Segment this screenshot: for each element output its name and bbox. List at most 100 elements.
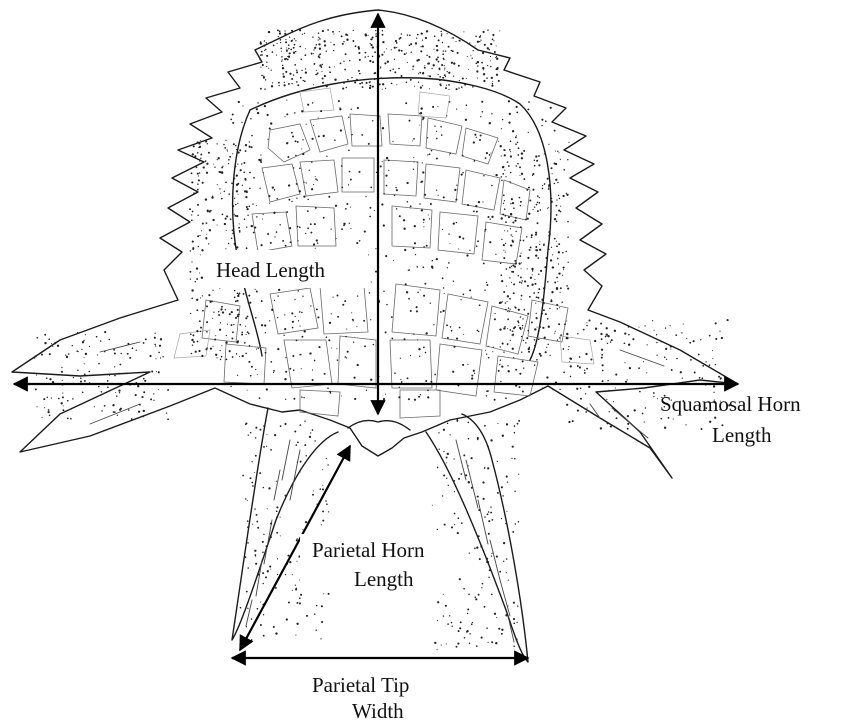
stipple-dot [447,267,448,268]
stipple-dot [291,201,292,202]
stipple-dot [293,47,295,49]
stipple-dot [429,153,431,155]
stipple-dot [535,283,537,285]
stipple-dot [138,411,140,413]
stipple-dot [44,342,46,344]
stipple-dot [232,356,234,358]
stipple-dot [73,377,74,378]
stipple-dot [576,388,578,390]
stipple-dot [552,173,553,174]
stipple-dot [527,313,529,315]
stipple-dot [158,371,160,373]
stipple-dot [297,240,298,241]
stipple-dot [421,181,423,183]
stipple-dot [542,185,543,186]
stipple-dot [235,204,236,205]
stipple-dot [276,55,277,56]
stipple-dot [336,238,337,239]
stipple-dot [331,228,332,229]
stipple-dot [490,60,491,61]
stipple-dot [368,143,370,145]
stipple-dot [281,61,282,62]
stipple-dot [536,296,538,298]
stipple-dot [519,255,521,257]
stipple-dot [357,107,359,109]
stipple-dot [259,397,261,399]
stipple-dot [505,252,506,253]
stipple-dot [422,39,423,40]
stipple-dot [528,348,530,350]
stipple-dot [346,203,348,205]
stipple-dot [292,574,293,575]
stipple-dot [266,545,268,547]
stipple-dot [465,119,467,121]
stipple-dot [166,412,167,413]
stipple-dot [580,398,582,400]
stipple-dot [426,55,427,56]
stipple-dot [568,421,570,423]
stipple-dot [428,75,429,76]
stipple-dot [292,590,293,591]
stipple-dot [197,341,199,343]
stipple-dot [401,50,403,52]
stipple-dot [458,65,460,67]
stipple-dot [666,359,667,360]
stipple-dot [261,324,263,326]
stipple-dot [245,196,247,198]
stipple-dot [85,334,86,335]
stipple-dot [313,125,314,126]
stipple-dot [406,82,408,84]
stipple-dot [384,62,386,64]
stipple-dot [482,201,483,202]
stipple-dot [644,325,645,326]
stipple-dot [536,317,538,319]
stipple-dot [531,234,533,236]
stipple-dot [423,295,425,297]
stipple-dot [390,70,392,72]
stipple-dot [276,516,278,518]
stipple-dot [208,152,210,154]
stipple-dot [62,380,63,381]
stipple-dot [234,215,236,217]
stipple-dot [432,267,434,269]
stipple-dot [517,154,519,156]
stipple-dot [118,373,119,374]
stipple-dot [521,282,523,284]
stipple-dot [514,220,516,222]
stipple-dot [206,172,208,174]
stipple-dot [514,266,516,268]
stipple-dot [537,202,538,203]
stipple-dot [673,419,674,420]
stipple-dot [294,44,296,46]
stipple-dot [543,309,545,311]
stipple-dot [272,51,274,53]
stipple-dot [251,135,253,137]
stipple-dot [431,68,432,69]
stipple-dot [410,310,412,312]
stipple-dot [401,33,402,34]
stipple-dot [191,261,192,262]
stipple-dot [643,361,644,362]
stipple-dot [199,235,200,236]
stipple-dot [198,175,199,176]
stipple-dot [400,379,401,380]
stipple-dot [422,72,424,74]
stipple-dot [383,291,384,292]
stipple-dot [365,196,366,197]
stipple-dot [299,46,301,48]
stipple-dot [537,195,539,197]
stipple-dot [471,296,472,297]
stipple-dot [507,318,509,320]
stipple-dot [382,34,384,36]
stipple-dot [274,434,276,436]
stipple-dot [486,284,488,286]
stipple-dot [207,211,209,213]
stipple-dot [395,40,397,42]
stipple-dot [528,132,529,133]
stipple-dot [34,357,36,359]
stipple-dot [702,365,704,367]
stipple-dot [494,51,496,53]
stipple-dot [359,73,361,75]
stipple-dot [282,65,283,66]
stipple-dot [419,112,421,114]
